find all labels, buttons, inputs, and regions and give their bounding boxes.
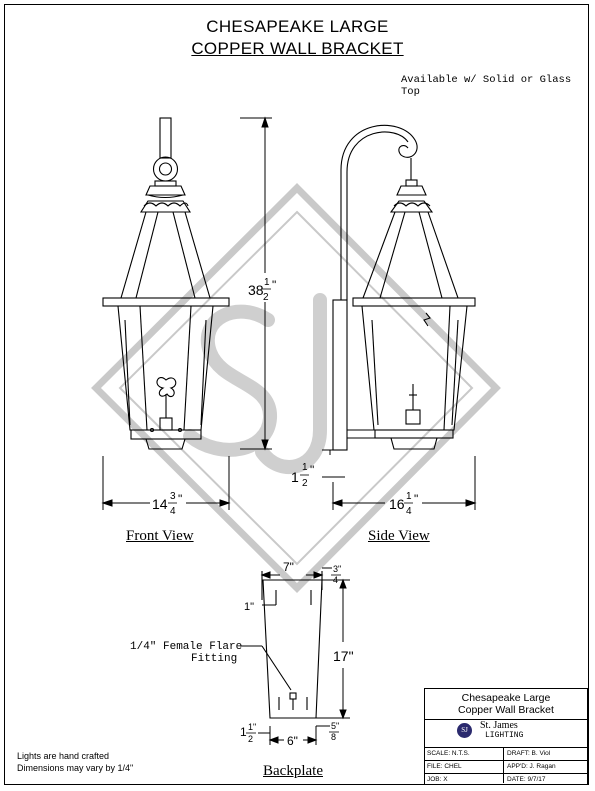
backplate-top-width: 7" [283, 560, 294, 574]
side-width-dimension [331, 456, 477, 510]
title-block-row: JOB: X DATE: 9/7/17 [425, 773, 587, 786]
company-logo: SJ [457, 723, 472, 738]
side-offset-whole: 1 [291, 469, 299, 485]
backplate-top-offset-den: 4 [333, 575, 338, 585]
sj-watermark-letters [183, 293, 327, 474]
title-block-divider [503, 747, 504, 783]
backplate-bottom-left-whole: 1 [240, 725, 247, 739]
title-line-1: CHESAPEAKE LARGE [206, 17, 389, 36]
backplate-label: Backplate [263, 763, 323, 779]
company-subtitle: LIGHTING [485, 731, 524, 740]
front-view-drawing [102, 117, 230, 450]
backplate-bottom-left-num: 1" [248, 722, 256, 732]
side-width-mark: " [414, 492, 418, 506]
front-height-mark: " [272, 278, 276, 292]
page-frame [4, 4, 589, 785]
title-line-2: COPPER WALL BRACKET [191, 39, 404, 58]
sj-watermark [91, 183, 501, 593]
front-width-den: 4 [170, 506, 176, 517]
backplate-bottom-right-den: 8 [331, 732, 336, 742]
handcrafted-note: Lights are hand crafted Dimensions may v… [17, 751, 134, 773]
side-view-label: Side View [368, 528, 430, 544]
front-width-whole: 14 [152, 496, 168, 512]
side-view-drawing [332, 124, 476, 451]
backplate-height: 17" [333, 648, 354, 664]
company-name: St. James [480, 720, 518, 731]
front-width-dimension [101, 456, 231, 510]
side-offset-mark: " [310, 463, 314, 477]
title-block-row: SCALE: N.T.S. DRAFT: B. Viol [425, 747, 587, 760]
front-ring [152, 156, 179, 182]
title-block-company-row: SJ St. James LIGHTING [425, 719, 587, 740]
title-block-product: Chesapeake Large Copper Wall Bracket [458, 692, 554, 716]
backplate-bottom-width: 6" [287, 734, 298, 748]
side-width-den: 4 [406, 506, 412, 517]
top-note: Available w/ Solid or Glass Top [401, 74, 572, 98]
front-height-den: 2 [263, 292, 269, 303]
side-offset-num: 1 [302, 462, 308, 473]
side-width-whole: 16 [389, 496, 405, 512]
side-offset-dimension [322, 449, 345, 478]
title-block-row: FILE: CHEL APP'D: J. Ragan [425, 760, 587, 773]
front-mount-rod [159, 117, 172, 159]
backplate-top-offset-num: 3" [333, 564, 341, 574]
title-block: Chesapeake Large Copper Wall Bracket SJ … [424, 688, 588, 785]
fitting-label: 1/4" Female Flare Fitting [130, 641, 243, 665]
backplate-left-inset: 1" [244, 601, 254, 613]
front-height-dimension [240, 116, 272, 451]
backplate-drawing [240, 571, 323, 719]
front-view-label: Front View [126, 528, 194, 544]
front-height-whole: 38 [248, 282, 264, 298]
backplate-bottom-left-den: 2 [248, 734, 253, 744]
backplate-dimensions [258, 567, 350, 745]
side-offset-den: 2 [302, 478, 308, 489]
backplate-bottom-right-num: 5" [331, 721, 339, 731]
front-width-num: 3 [170, 491, 176, 502]
side-width-num: 1 [406, 491, 412, 502]
title-block-grid: SCALE: N.T.S. DRAFT: B. Viol FILE: CHEL … [425, 747, 587, 786]
front-height-num: 1 [264, 277, 270, 288]
front-width-mark: " [178, 492, 182, 506]
